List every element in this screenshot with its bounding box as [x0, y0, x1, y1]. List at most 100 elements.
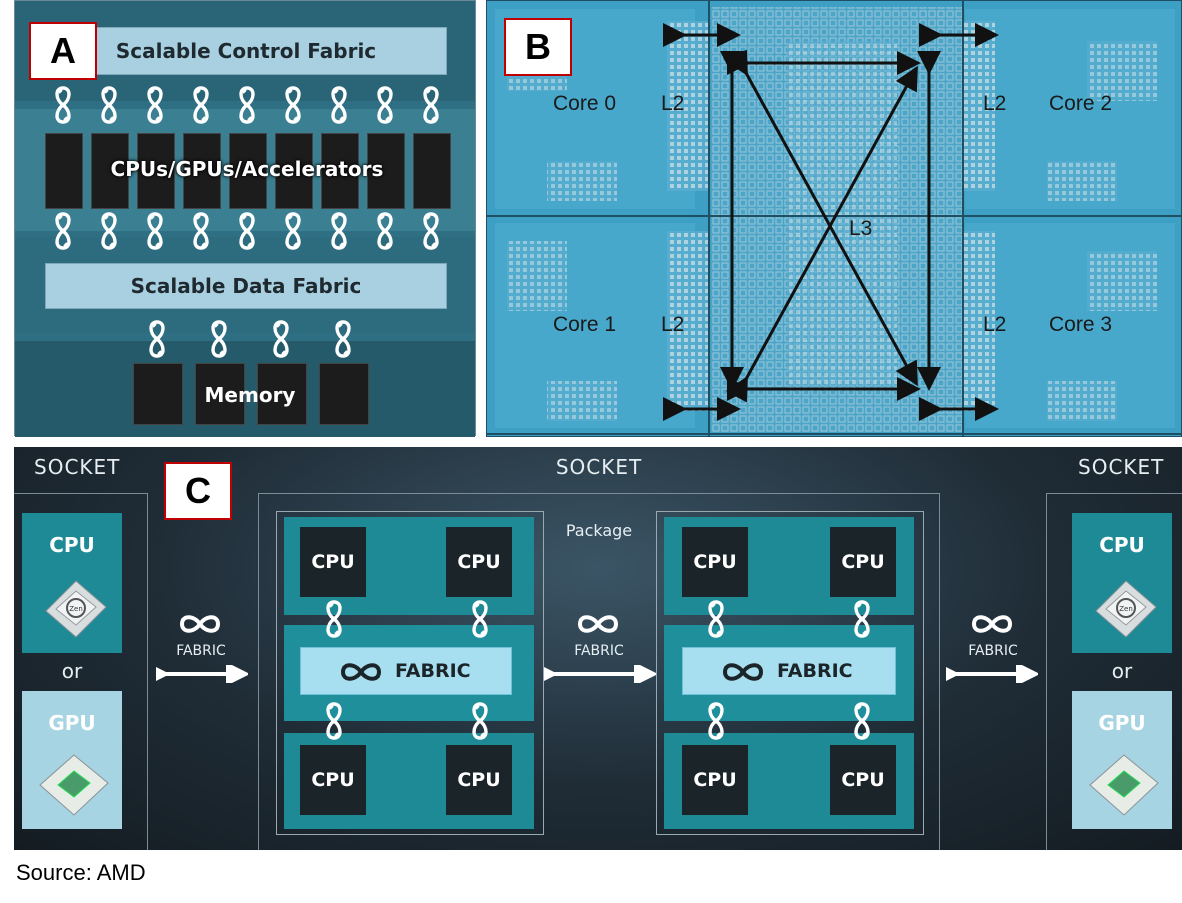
cpu-card-label: CPU [49, 533, 95, 557]
gpu-card-label: GPU [1098, 711, 1146, 735]
socket-label: SOCKET [1078, 455, 1165, 479]
infinity-link-icon [852, 701, 872, 741]
double-arrow-icon [544, 665, 656, 683]
compute-block [367, 133, 405, 209]
core-3-label: Core 3 [1049, 313, 1113, 336]
compute-block [45, 133, 83, 209]
compute-block [275, 133, 313, 209]
cpu-die: CPU [446, 527, 512, 597]
infinity-link-icon [324, 599, 344, 639]
memory-band [15, 341, 475, 437]
l2-label: L2 [661, 313, 685, 336]
panel-c: SOCKET CPU Zen or GPU FABRIC SOCKET Pack… [14, 447, 1182, 850]
infinity-link-icon [421, 85, 441, 125]
infinity-link-icon [421, 211, 441, 251]
package-right [656, 511, 924, 835]
infinity-fabric-icon [968, 611, 1016, 637]
socket-right [1046, 493, 1182, 850]
panel-b-label: B [504, 18, 572, 76]
compute-block [91, 133, 129, 209]
infinity-fabric-icon [176, 611, 224, 637]
control-fabric-bar: Scalable Control Fabric [45, 27, 447, 75]
core-2-label: Core 2 [1049, 92, 1113, 115]
infinity-link-icon [329, 211, 349, 251]
cpu-die: CPU [830, 745, 896, 815]
data-fabric-bar: Scalable Data Fabric [45, 263, 447, 309]
infinity-link-icon [53, 211, 73, 251]
cpu-card-label: CPU [1099, 533, 1145, 557]
infinity-link-icon [191, 211, 211, 251]
die-photo [487, 1, 1181, 436]
cpu-card-right: CPU Zen [1072, 513, 1172, 653]
memory-block [133, 363, 183, 425]
infinity-link-icon [333, 319, 353, 359]
or-label: or [1111, 659, 1133, 683]
source-caption: Source: AMD [16, 860, 146, 885]
gpu-card-right: GPU [1072, 691, 1172, 829]
fabric-bar: FABRIC [300, 647, 512, 695]
infinity-fabric-icon [719, 659, 767, 685]
infinity-link-icon [145, 211, 165, 251]
memory-block [319, 363, 369, 425]
infinity-link-icon [706, 599, 726, 639]
infinity-link-icon [209, 319, 229, 359]
infinity-link-icon [283, 211, 303, 251]
infinity-link-icon [470, 701, 490, 741]
gpu-card-left: GPU [22, 691, 122, 829]
l3-label: L3 [849, 217, 873, 240]
infinity-link-icon [99, 85, 119, 125]
gpu-chip-icon [39, 754, 109, 816]
panel-a: Scalable Control Fabric CPUs/GPUs/Accele… [14, 0, 476, 437]
panel-a-label: A [29, 22, 97, 80]
fabric-link-label: FABRIC [574, 643, 624, 659]
infinity-link-icon [145, 85, 165, 125]
memory-label: Memory [204, 383, 296, 407]
infinity-link-icon [191, 85, 211, 125]
infinity-link-icon [706, 701, 726, 741]
l2-label: L2 [983, 92, 1007, 115]
memory-block [195, 363, 245, 425]
cpu-die: CPU [300, 745, 366, 815]
or-label: or [61, 659, 83, 683]
infinity-link-icon [147, 319, 167, 359]
cpu-chip-icon: Zen [45, 580, 107, 638]
cpu-card-left: CPU Zen [22, 513, 122, 653]
cpu-die: CPU [446, 745, 512, 815]
l2-label: L2 [661, 92, 685, 115]
compute-block [137, 133, 175, 209]
package-label: Package [565, 521, 633, 540]
gpu-chip-icon [1089, 754, 1159, 816]
core-0-label: Core 0 [553, 92, 617, 115]
panel-b: Core 0 L2 L2 Core 2 L3 Core 1 L2 L2 Core… [486, 0, 1182, 437]
infinity-link-icon [99, 211, 119, 251]
memory-block [257, 363, 307, 425]
socket-label: SOCKET [34, 455, 121, 479]
infinity-link-icon [53, 85, 73, 125]
cpu-die: CPU [682, 527, 748, 597]
compute-label: CPUs/GPUs/Accelerators [110, 157, 384, 181]
fabric-link-label: FABRIC [968, 643, 1018, 659]
compute-block [321, 133, 359, 209]
cpu-die: CPU [830, 527, 896, 597]
socket-left [14, 493, 148, 850]
core-1-label: Core 1 [553, 313, 617, 336]
cpu-die: CPU [300, 527, 366, 597]
fabric-bar-label: FABRIC [395, 660, 471, 682]
compute-block [183, 133, 221, 209]
compute-block [413, 133, 451, 209]
infinity-link-icon [470, 599, 490, 639]
infinity-link-icon [237, 211, 257, 251]
infinity-fabric-icon [574, 611, 622, 637]
socket-center [258, 493, 940, 850]
infinity-link-icon [329, 85, 349, 125]
gpu-card-label: GPU [48, 711, 96, 735]
fabric-bar-label: FABRIC [777, 660, 853, 682]
infinity-link-icon [375, 211, 395, 251]
double-arrow-icon [156, 665, 248, 683]
panel-c-label: C [164, 462, 232, 520]
infinity-link-icon [283, 85, 303, 125]
svg-text:Zen: Zen [1119, 605, 1133, 613]
socket-label: SOCKET [555, 455, 643, 479]
cpu-chip-icon: Zen [1095, 580, 1157, 638]
svg-text:Zen: Zen [69, 605, 83, 613]
